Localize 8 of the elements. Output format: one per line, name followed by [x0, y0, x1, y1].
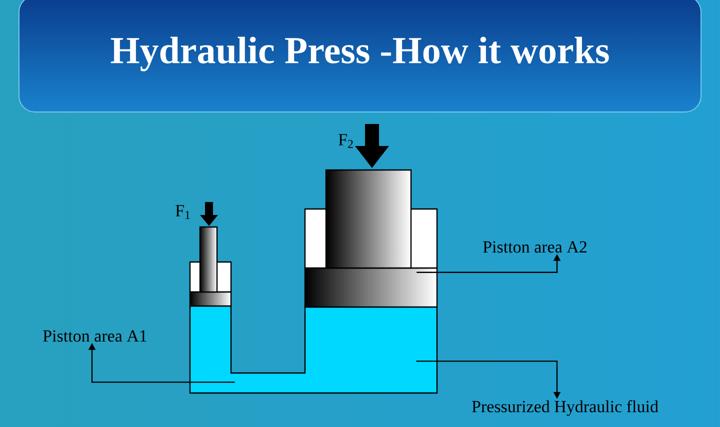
force-label: F$_{2}$ [338, 134, 353, 148]
part-label: Pistton area A1 [43, 330, 146, 342]
piston [304, 267, 438, 308]
title-banner: Hydraulic Press -How it works [18, 0, 702, 112]
fluid-drawing [189, 305, 438, 394]
part-label: Pressurized Hydraulic fluid [472, 400, 658, 416]
part-label: Pistton area A2 [483, 241, 586, 253]
force-label: F$_{1}$ [176, 205, 190, 219]
